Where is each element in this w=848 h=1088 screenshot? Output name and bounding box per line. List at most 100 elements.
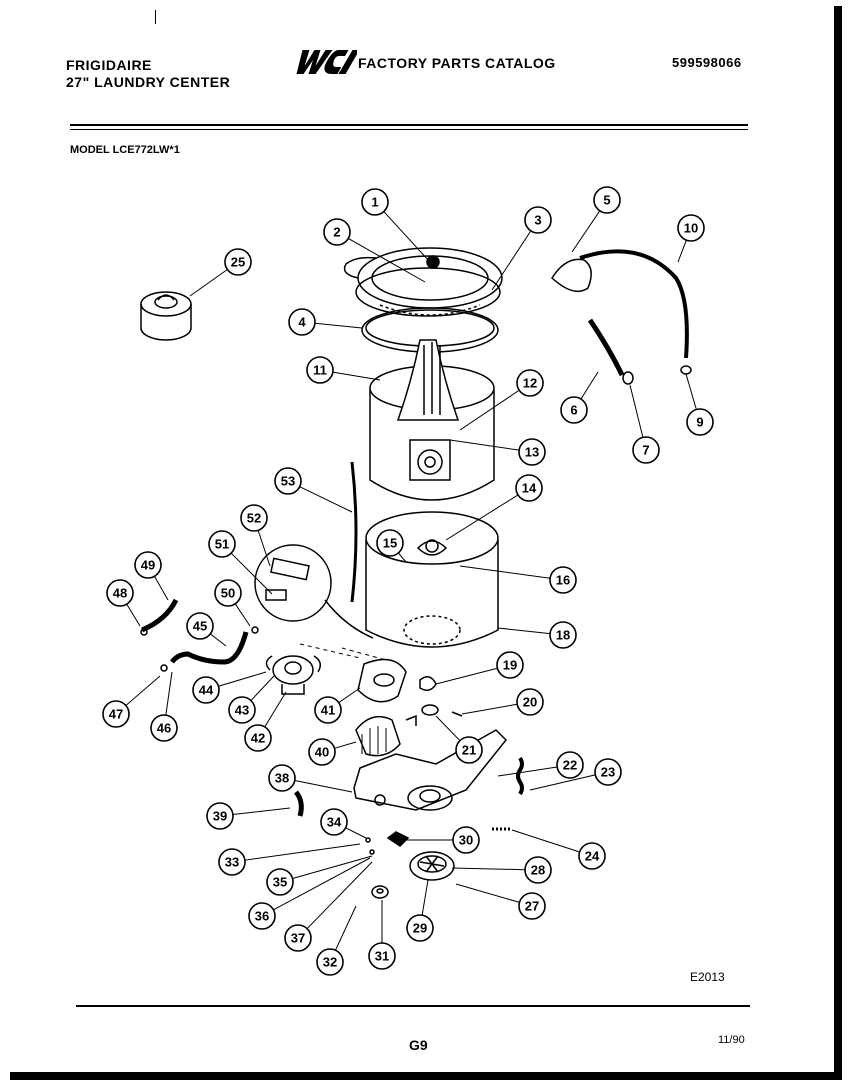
callout-circle bbox=[274, 467, 302, 495]
callout-4: 4 bbox=[288, 308, 316, 336]
callout-5: 5 bbox=[593, 186, 621, 214]
callout-14: 14 bbox=[515, 474, 543, 502]
callout-number: 52 bbox=[247, 511, 261, 526]
callout-number: 12 bbox=[523, 376, 537, 391]
callout-number: 40 bbox=[315, 745, 329, 760]
callout-11: 11 bbox=[306, 356, 334, 384]
callout-24: 24 bbox=[578, 842, 606, 870]
callout-number: 49 bbox=[141, 558, 155, 573]
leader-line-43 bbox=[250, 675, 275, 701]
detail-callout bbox=[254, 544, 374, 639]
callout-number: 35 bbox=[273, 875, 287, 890]
callout-47: 47 bbox=[102, 700, 130, 728]
leader-line-21 bbox=[435, 715, 461, 742]
callout-circle bbox=[632, 436, 660, 464]
callout-number: 33 bbox=[225, 855, 239, 870]
callout-circle bbox=[452, 826, 480, 854]
wci-logo bbox=[296, 50, 357, 74]
leader-line-1 bbox=[383, 211, 431, 263]
callout-number: 25 bbox=[231, 255, 245, 270]
callout-50: 50 bbox=[214, 579, 242, 607]
callout-circle bbox=[594, 758, 622, 786]
leader-line-2 bbox=[348, 237, 426, 283]
fill-hose bbox=[551, 249, 692, 385]
callout-39: 39 bbox=[206, 802, 234, 830]
callout-2: 2 bbox=[323, 218, 351, 246]
callout-number: 27 bbox=[525, 899, 539, 914]
leader-line-45 bbox=[209, 633, 227, 647]
page-border bbox=[10, 6, 842, 1080]
callout-number: 43 bbox=[235, 703, 249, 718]
callout-43: 43 bbox=[228, 696, 256, 724]
callout-number: 50 bbox=[221, 586, 235, 601]
callout-circle bbox=[406, 914, 434, 942]
leader-line-9 bbox=[685, 373, 697, 410]
leader-line-25 bbox=[189, 269, 228, 297]
callout-circle bbox=[549, 621, 577, 649]
leader-line-23 bbox=[529, 774, 596, 791]
callout-circle bbox=[208, 530, 236, 558]
callout-circle bbox=[192, 676, 220, 704]
leader-line-38 bbox=[294, 780, 353, 793]
callout-number: 16 bbox=[556, 573, 570, 588]
callout-circle bbox=[496, 651, 524, 679]
callout-number: 14 bbox=[522, 481, 537, 496]
callout-12: 12 bbox=[516, 369, 544, 397]
callout-46: 46 bbox=[150, 714, 178, 742]
brand-name: FRIGIDAIRE bbox=[66, 57, 152, 73]
model-number: MODEL LCE772LW*1 bbox=[70, 144, 180, 156]
callout-circle bbox=[224, 248, 252, 276]
callout-34: 34 bbox=[320, 808, 348, 836]
callout-number: 15 bbox=[383, 536, 397, 551]
callout-circle bbox=[524, 206, 552, 234]
catalog-part-number: 599598066 bbox=[672, 55, 742, 70]
spin-basket bbox=[369, 339, 495, 501]
callout-number: 7 bbox=[642, 443, 649, 458]
callout-53: 53 bbox=[274, 467, 302, 495]
part-drawings bbox=[140, 247, 692, 899]
callout-circle bbox=[320, 808, 348, 836]
callout-circle bbox=[206, 802, 234, 830]
callout-number: 34 bbox=[327, 815, 342, 830]
belt-clip bbox=[293, 790, 304, 817]
callout-circle bbox=[376, 529, 404, 557]
callout-3: 3 bbox=[524, 206, 552, 234]
callout-circle bbox=[578, 842, 606, 870]
callout-41: 41 bbox=[314, 696, 342, 724]
callout-49: 49 bbox=[134, 551, 162, 579]
leader-line-36 bbox=[273, 857, 371, 911]
callout-number: 2 bbox=[333, 225, 340, 240]
drain-hose bbox=[140, 598, 179, 636]
callout-29: 29 bbox=[406, 914, 434, 942]
callout-circle bbox=[186, 612, 214, 640]
callout-18: 18 bbox=[549, 621, 577, 649]
leader-line-18 bbox=[497, 627, 551, 635]
callout-27: 27 bbox=[518, 892, 546, 920]
callout-number: 4 bbox=[298, 315, 306, 330]
callout-13: 13 bbox=[518, 438, 546, 466]
leader-line-50 bbox=[234, 603, 251, 627]
leader-line-39 bbox=[232, 807, 291, 816]
header-rule bbox=[70, 124, 748, 126]
leader-line-14 bbox=[445, 494, 519, 541]
leader-line-19 bbox=[435, 667, 498, 685]
callout-number: 41 bbox=[321, 703, 335, 718]
callout-38: 38 bbox=[268, 764, 296, 792]
callout-circle bbox=[266, 868, 294, 896]
callout-circle bbox=[308, 738, 336, 766]
callout-number: 38 bbox=[275, 771, 289, 786]
callout-9: 9 bbox=[686, 408, 714, 436]
callout-21: 21 bbox=[455, 736, 483, 764]
callout-circle bbox=[455, 736, 483, 764]
callout-number: 21 bbox=[462, 743, 476, 758]
callout-number: 30 bbox=[459, 833, 473, 848]
leader-line-41 bbox=[338, 687, 361, 704]
callout-6: 6 bbox=[560, 396, 588, 424]
page-number: G9 bbox=[409, 1037, 428, 1053]
scan-mark bbox=[155, 10, 156, 24]
callout-number: 9 bbox=[696, 415, 703, 430]
callout-23: 23 bbox=[594, 758, 622, 786]
leader-line-12 bbox=[459, 389, 520, 431]
callout-circle bbox=[560, 396, 588, 424]
callout-circle bbox=[518, 892, 546, 920]
